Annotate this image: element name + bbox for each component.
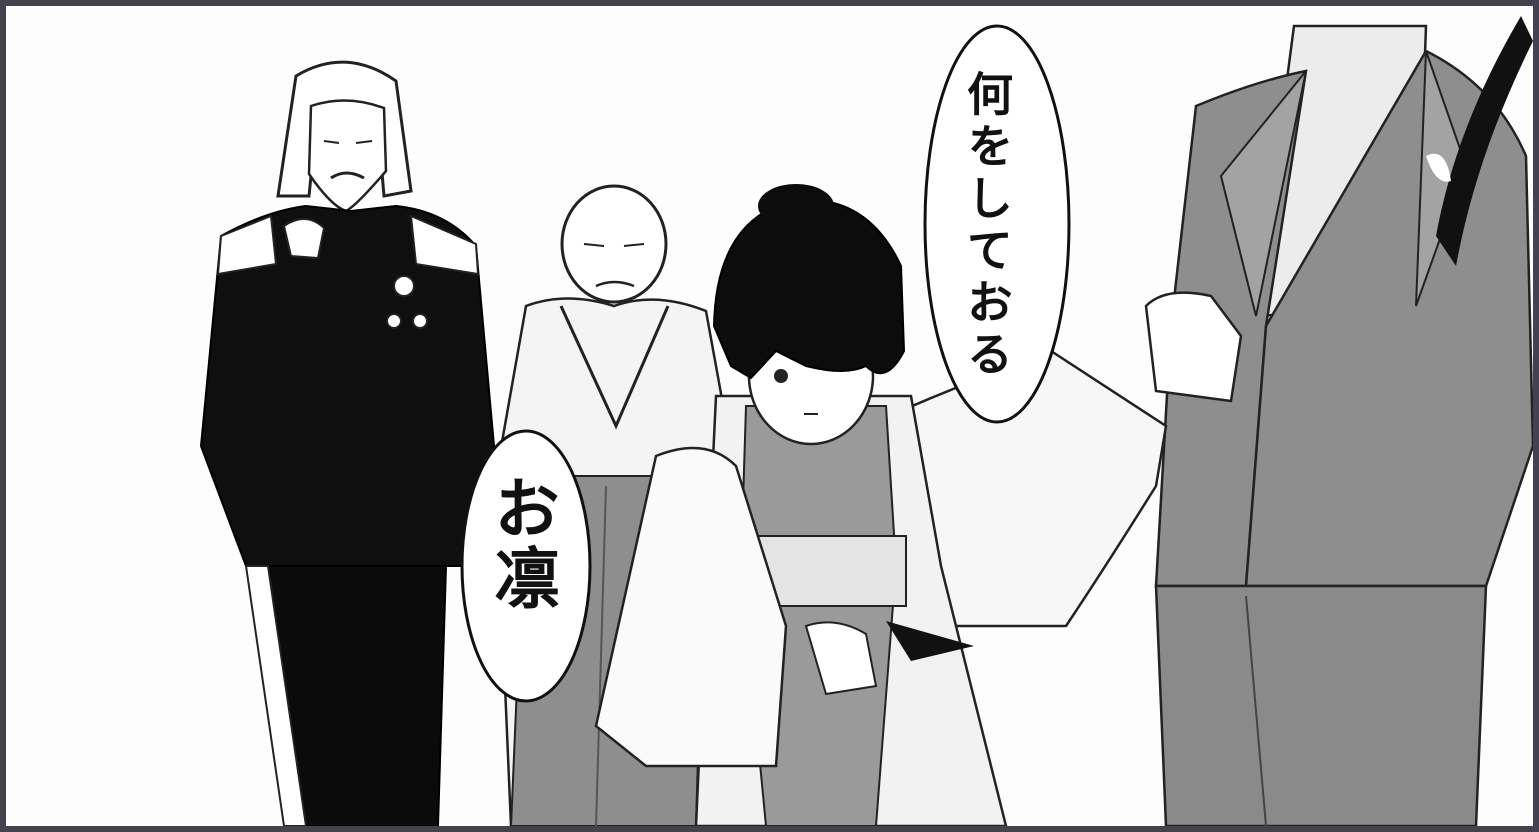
speech-bubble-left xyxy=(460,429,592,703)
military-officer-figure xyxy=(199,60,496,826)
speech-text-top: 何をしておる xyxy=(960,70,1014,382)
speech-text-left: お凛 xyxy=(483,474,560,614)
suited-man-figure xyxy=(1144,16,1533,826)
speech-bubble-top xyxy=(923,24,1071,424)
girl-oriin-figure xyxy=(594,184,1168,826)
panel-illustration xyxy=(199,16,1533,826)
